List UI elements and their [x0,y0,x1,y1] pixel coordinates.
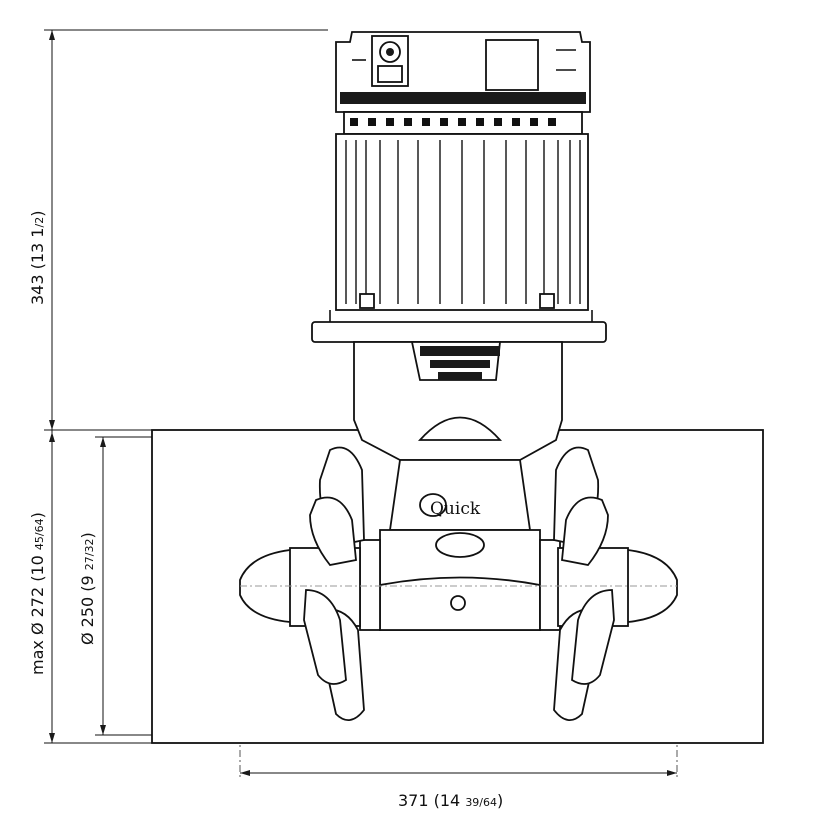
dim-label-total-width: 371 (14 39/64) [398,791,503,810]
gear-leg: Quick [353,341,563,531]
dim-label-tunnel-inner: Ø 250 (9 27/32) [78,532,97,645]
motor-head [335,31,591,135]
dimension-lines [44,29,678,780]
mounting-flange [311,321,607,343]
motor-body [335,133,589,311]
dim-label-total-height: 343 (13 1/2) [28,211,47,305]
zinc-anode [450,595,466,611]
propeller-right [553,446,678,721]
dim-label-tunnel-max: max Ø 272 (10 45/64) [28,512,47,675]
brand-logo: Quick [430,499,481,519]
gearbox-hub [359,529,561,631]
